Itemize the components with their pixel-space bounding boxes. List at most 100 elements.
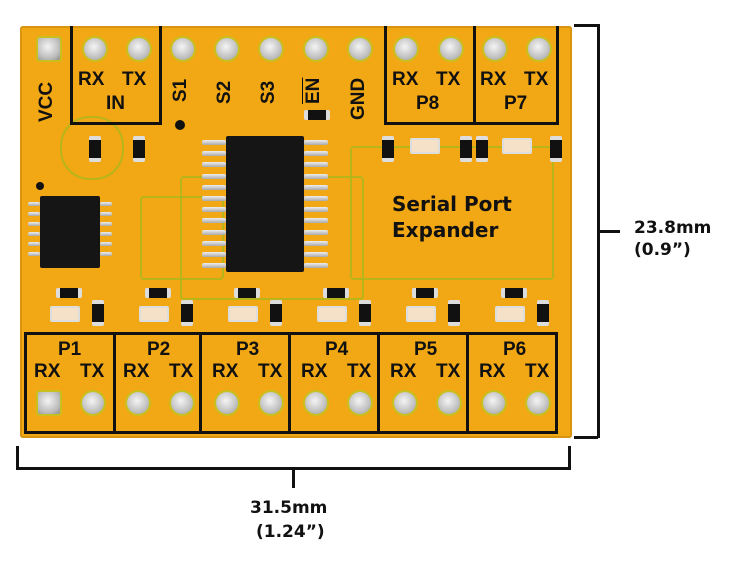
height-in-label: (0.9”) (634, 240, 691, 260)
p8-rx-label: RX (392, 69, 419, 90)
ic-leg (202, 184, 226, 190)
in-rx-label: RX (78, 69, 105, 90)
p8-label: P8 (416, 93, 440, 114)
small-ic-chip (40, 196, 100, 268)
resistor (359, 300, 371, 326)
in-rx-pin (84, 38, 106, 60)
p8-rx-pin (395, 38, 417, 60)
status-led (139, 306, 169, 322)
height-mm-label: 23.8mm (634, 218, 712, 238)
ic-leg (202, 207, 226, 213)
port-tx-pin (527, 392, 549, 414)
resistor (537, 300, 549, 326)
height-dim-cap-bottom (574, 436, 598, 439)
port-label: P1 (58, 339, 82, 360)
s1-label: S1 (170, 78, 191, 102)
ic-leg (202, 240, 226, 246)
port-tx-label: TX (169, 361, 194, 382)
in-label: IN (106, 93, 125, 114)
ic-leg (202, 151, 226, 157)
width-dim-tick (292, 470, 295, 488)
status-led (406, 306, 436, 322)
ic-leg (100, 252, 112, 256)
ic-leg (202, 173, 226, 179)
port-rx-label: RX (390, 361, 417, 382)
port-p4-box (291, 332, 380, 434)
pcb-trace (140, 196, 224, 280)
port-rx-pin (127, 392, 149, 414)
ic-leg (304, 263, 328, 269)
resistor (412, 288, 438, 298)
port-tx-label: TX (347, 361, 372, 382)
p7-tx-label: TX (524, 69, 549, 90)
resistor (501, 288, 527, 298)
board-title-line2: Expander (392, 218, 499, 242)
port-rx-label: RX (123, 361, 150, 382)
p7-port-box (470, 26, 559, 125)
port-rx-label: RX (301, 361, 328, 382)
height-dim-line (597, 24, 600, 438)
ic-leg (304, 240, 328, 246)
s2-label: S2 (214, 80, 235, 104)
port-p1-box (24, 332, 116, 434)
p8-tx-pin (440, 38, 462, 60)
ic-leg (202, 140, 226, 145)
ic-leg (304, 218, 328, 224)
ic-leg (28, 252, 40, 256)
gnd-pin (349, 38, 371, 60)
resistor (382, 136, 394, 162)
width-dim-cap-left (16, 446, 19, 470)
ic-leg (28, 242, 40, 246)
height-dim-cap-top (574, 24, 598, 27)
ic-leg (28, 222, 40, 226)
ic-leg (304, 207, 328, 213)
port-tx-label: TX (436, 361, 461, 382)
ic-leg (202, 218, 226, 224)
port-tx-label: TX (525, 361, 550, 382)
resistor (145, 288, 171, 298)
ic-leg (100, 222, 112, 226)
width-dim-line (16, 467, 571, 470)
ic-leg (100, 212, 112, 216)
port-label: P2 (147, 339, 171, 360)
ic-leg (28, 202, 40, 206)
status-led (228, 306, 258, 322)
status-led (410, 138, 440, 154)
ic-leg (304, 184, 328, 190)
port-rx-pin (483, 392, 505, 414)
resistor (323, 288, 349, 298)
ic-leg (304, 173, 328, 179)
in-tx-pin (128, 38, 150, 60)
port-tx-label: TX (80, 361, 105, 382)
port-rx-pin (216, 392, 238, 414)
pin1-marker-dot (175, 120, 185, 130)
status-led (502, 138, 532, 154)
port-label: P5 (414, 339, 438, 360)
resistor (448, 300, 460, 326)
p7-label: P7 (504, 93, 528, 114)
ic-leg (100, 202, 112, 206)
port-rx-label: RX (34, 361, 61, 382)
resistor (476, 136, 488, 162)
ic-leg (202, 196, 226, 201)
port-rx-pin (394, 392, 416, 414)
pcb-board: VCC RX TX IN S1 S2 S3 EN GND RX TX P8 RX… (20, 26, 572, 438)
port-rx-pin (38, 392, 60, 414)
pin1-marker-dot (36, 182, 44, 190)
in-port-box (70, 26, 162, 125)
resistor (133, 136, 145, 162)
resistor (56, 288, 82, 298)
pcb-trace (60, 116, 124, 180)
vcc-pin (38, 38, 60, 60)
en-pin (305, 38, 327, 60)
port-label: P4 (325, 339, 349, 360)
port-tx-pin (438, 392, 460, 414)
status-led (495, 306, 525, 322)
main-ic-chip (226, 136, 304, 272)
s3-pin (260, 38, 282, 60)
ic-leg (304, 229, 328, 235)
resistor (270, 300, 282, 326)
vcc-label: VCC (36, 81, 57, 122)
ic-leg (304, 151, 328, 157)
width-mm-label: 31.5mm (250, 498, 328, 518)
